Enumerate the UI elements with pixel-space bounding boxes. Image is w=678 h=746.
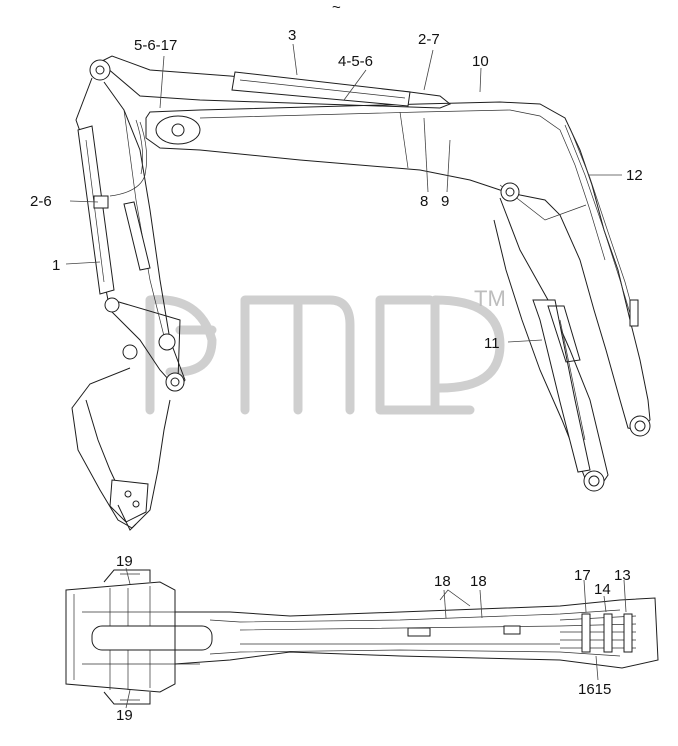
label-10: 10 <box>472 53 489 70</box>
watermark-logo: TM <box>145 286 506 415</box>
label-1615: 1615 <box>578 681 611 698</box>
label-2-6: 2-6 <box>30 193 52 210</box>
label-17: 17 <box>574 567 591 584</box>
label-18-a: 18 <box>434 573 451 590</box>
boom-plan-view <box>65 569 659 705</box>
label-3: 3 <box>288 27 296 44</box>
label-1: 1 <box>52 257 60 274</box>
label-5-6-17: 5-6-17 <box>134 37 177 54</box>
label-14: 14 <box>594 581 611 598</box>
label-9: 9 <box>441 193 449 210</box>
arm-side-view <box>71 55 451 531</box>
label-11: 11 <box>484 335 500 352</box>
leader-lines <box>65 43 627 709</box>
label-8: 8 <box>420 193 428 210</box>
label-12: 12 <box>626 167 643 184</box>
boom-side-view <box>145 101 651 492</box>
label-2-7: 2-7 <box>418 31 440 48</box>
watermark-tm: TM <box>474 286 506 311</box>
label-4-5-6: 4-5-6 <box>338 53 373 70</box>
callout-labels: ~ 5-6-17 3 4-5-6 2-7 10 2-6 8 9 12 1 11 … <box>30 0 643 724</box>
top-mark: ~ <box>332 0 341 16</box>
label-13: 13 <box>614 567 631 584</box>
label-19-top: 19 <box>116 553 133 570</box>
label-19-bottom: 19 <box>116 707 133 724</box>
label-18-b: 18 <box>470 573 487 590</box>
